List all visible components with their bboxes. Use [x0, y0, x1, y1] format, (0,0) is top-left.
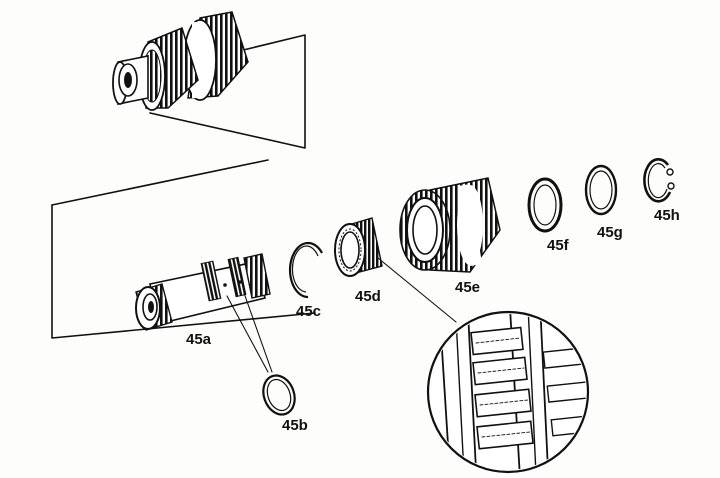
part-45e-gear [399, 177, 501, 273]
part-45h-circlip [643, 157, 675, 203]
label-45g: 45g [597, 224, 623, 241]
label-45a: 45a [186, 331, 212, 348]
part-45c-snap-ring [288, 241, 323, 299]
assembly-plane [51, 34, 316, 339]
label-45d: 45d [355, 288, 381, 305]
magnified-bearing-detail [426, 310, 590, 474]
part-45b-ring [262, 374, 296, 416]
label-45e: 45e [455, 279, 480, 296]
part-45g-ring [584, 164, 618, 216]
label-45b: 45b [282, 417, 308, 434]
label-45c: 45c [296, 303, 321, 320]
leader-line-magnifier [377, 257, 457, 323]
part-45d-needle-bearing [334, 217, 383, 277]
leader-lines-45b [226, 292, 273, 373]
label-45h: 45h [654, 207, 680, 224]
part-45a-shaft [135, 253, 271, 331]
assembled-gear-cluster [112, 11, 249, 111]
label-45f: 45f [547, 237, 570, 254]
part-45f-ring [527, 177, 563, 233]
